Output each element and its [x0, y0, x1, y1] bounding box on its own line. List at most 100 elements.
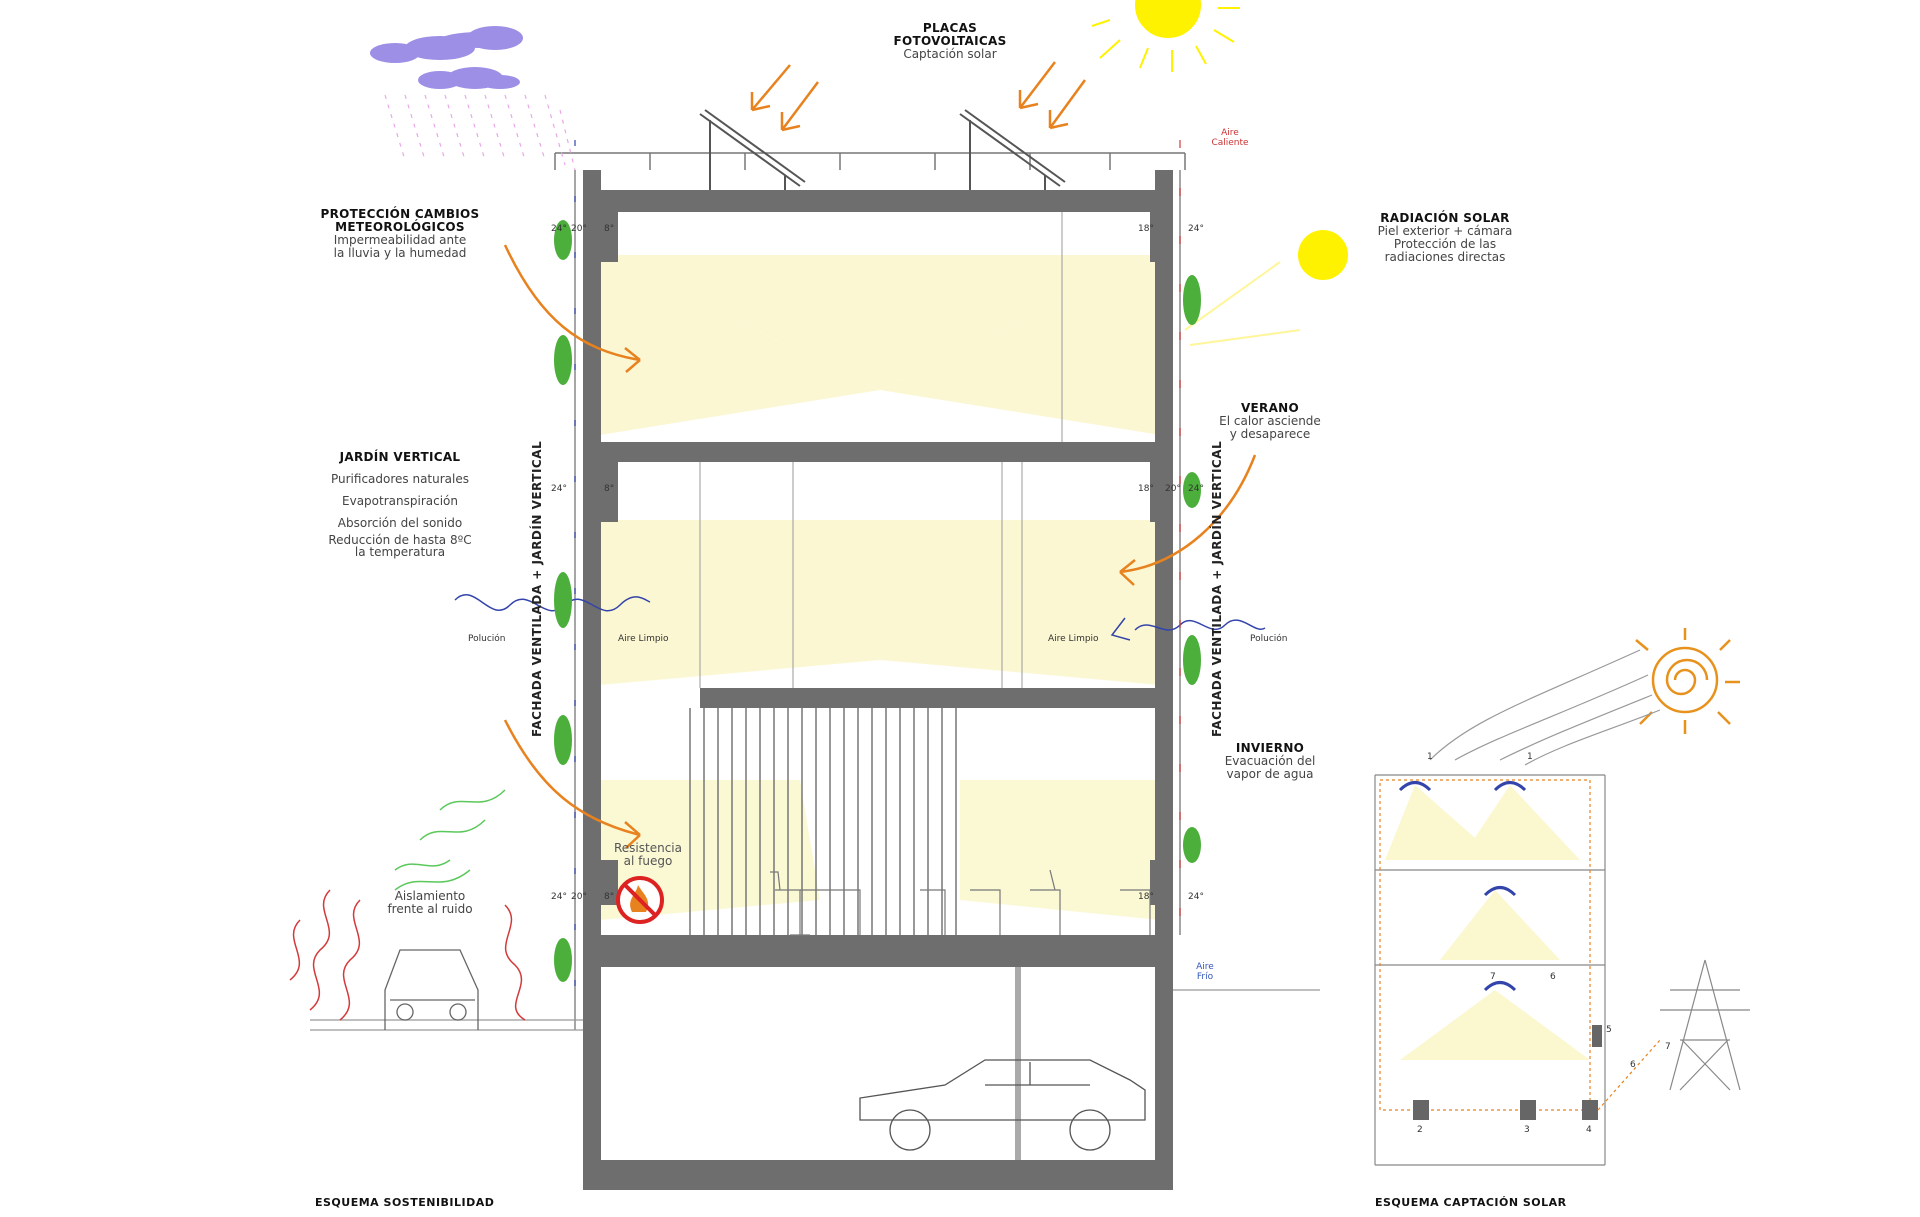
temp-24-4: 24°: [1188, 484, 1204, 494]
rain: [384, 94, 576, 171]
temp-20-2: 20°: [1165, 484, 1181, 494]
placas-label: PLACAS FOTOVOLTAICAS Captación solar: [850, 22, 1050, 61]
temp-24-6: 24°: [1188, 892, 1204, 902]
proteccion-sub-line1: Impermeabilidad ante: [333, 233, 467, 247]
sun-icon: [1635, 628, 1740, 734]
caption-left: ESQUEMA SOSTENIBILIDAD: [315, 1196, 495, 1209]
sun-icon: [1184, 230, 1348, 346]
aire-caliente-line1: Aire: [1221, 128, 1239, 138]
aire-limpio-left: Aire Limpio: [618, 634, 669, 644]
resistencia-line2: al fuego: [623, 854, 673, 868]
power-tower-icon: [1597, 959, 1750, 1111]
radiacion-sub-line2: Protección de las: [1393, 237, 1497, 251]
jardin-item-4b: la temperatura: [354, 545, 446, 559]
aire-limpio-right: Aire Limpio: [1048, 634, 1099, 644]
fan-icon: [1398, 781, 1527, 992]
polucion-right: Polución: [1250, 634, 1288, 644]
office-furniture: [770, 869, 1151, 936]
roof-railing: [554, 152, 1186, 170]
scheme-num: 1: [1527, 752, 1533, 762]
aire-caliente-line2: Caliente: [1211, 138, 1249, 148]
aire-frio-line2: Frío: [1196, 972, 1214, 982]
aislamiento-label: Aislamiento frente al ruido: [370, 890, 490, 916]
solar-panel-icon: [699, 109, 1066, 190]
invierno-title: INVIERNO: [1235, 741, 1305, 755]
placas-subtitle: Captación solar: [903, 47, 997, 61]
solar-arrows: [750, 61, 1087, 132]
temp-20-1: 20°: [571, 224, 587, 234]
scheme-num: 7: [1490, 972, 1496, 982]
caption-right: ESQUEMA CAPTACIÓN SOLAR: [1375, 1196, 1567, 1209]
temp-18-1: 18°: [1138, 224, 1154, 234]
jardin-item-2: Evapotranspiración: [342, 494, 458, 508]
temp-24-5: 24°: [551, 892, 567, 902]
temp-24-2: 24°: [1188, 224, 1204, 234]
aislamiento-line2: frente al ruido: [387, 902, 473, 916]
jardin-label: JARDÍN VERTICAL Purificadores naturales …: [300, 446, 500, 558]
jardin-item-1: Purificadores naturales: [330, 472, 469, 486]
air-markers: [574, 140, 1181, 1020]
proteccion-title-line1: PROTECCIÓN CAMBIOS: [320, 207, 480, 221]
weather-arrows: [503, 244, 1257, 849]
temp-18-2: 18°: [1138, 484, 1154, 494]
jardin-item-4a: Reducción de hasta 8ºC: [328, 533, 472, 547]
placas-title-line1: PLACAS: [922, 21, 978, 35]
noise-waves: [289, 789, 526, 1021]
temp-20-3: 20°: [571, 892, 587, 902]
aire-frio-line1: Aire: [1196, 962, 1214, 972]
vertical-garden: [554, 220, 1201, 982]
temp-18-3: 18°: [1138, 892, 1154, 902]
resistencia-line1: Resistencia: [614, 841, 682, 855]
fachada-label-left: FACHADA VENTILADA + JARDÍN VERTICAL: [530, 440, 544, 737]
proteccion-label: PROTECCIÓN CAMBIOS METEOROLÓGICOS Imperm…: [300, 208, 500, 260]
scheme-num: 5: [1606, 1025, 1612, 1035]
verano-sub-line1: El calor asciende: [1219, 414, 1321, 428]
jardin-item-3: Absorción del sonido: [337, 516, 463, 530]
scheme-num: 2: [1417, 1125, 1423, 1135]
proteccion-sub-line2: la lluvia y la humedad: [333, 246, 467, 260]
sun-rays: [1429, 649, 1661, 766]
no-fire-icon: [616, 876, 664, 924]
aislamiento-line1: Aislamiento: [394, 889, 466, 903]
verano-label: VERANO El calor asciende y desaparece: [1180, 402, 1360, 441]
temp-24-1: 24°: [551, 224, 567, 234]
jardin-title: JARDÍN VERTICAL: [339, 450, 461, 464]
scheme-num: 6: [1630, 1060, 1636, 1070]
verano-title: VERANO: [1240, 401, 1300, 415]
temp-8-3: 8°: [604, 892, 615, 902]
invierno-label: INVIERNO Evacuación del vapor de agua: [1180, 742, 1360, 781]
invierno-sub-line1: Evacuación del: [1224, 754, 1316, 768]
fachada-label-right: FACHADA VENTILADA + JARDÍN VERTICAL: [1210, 440, 1224, 737]
temp-8-1: 8°: [604, 224, 615, 234]
scheme-num: 1: [1427, 752, 1433, 762]
sun-icon: [1091, 0, 1240, 72]
ground-lines: [310, 989, 1320, 1031]
garage-column: [1015, 967, 1021, 1160]
scheme-num: 6: [1550, 972, 1556, 982]
aire-frio-label: Aire Frío: [1190, 962, 1220, 982]
scheme-num: 3: [1524, 1125, 1530, 1135]
radiacion-sub-line1: Piel exterior + cámara: [1377, 224, 1513, 238]
radiacion-sub-line3: radiaciones directas: [1384, 250, 1506, 264]
scheme-num: 4: [1586, 1125, 1592, 1135]
scheme-units: [1413, 1025, 1602, 1120]
car-icon: [859, 1059, 1146, 1151]
polucion-left: Polución: [468, 634, 506, 644]
placas-title-line2: FOTOVOLTAICAS: [893, 34, 1007, 48]
radiacion-title: RADIACIÓN SOLAR: [1380, 211, 1510, 225]
aire-caliente-label: Aire Caliente: [1200, 128, 1260, 148]
temp-24-3: 24°: [551, 484, 567, 494]
cloud-icon: [370, 26, 523, 89]
vertical-louvres: [689, 708, 957, 935]
car-icon: [384, 949, 479, 1030]
light-cones: [600, 255, 1160, 920]
verano-sub-line2: y desaparece: [1229, 427, 1311, 441]
resistencia-label: Resistencia al fuego: [598, 842, 698, 868]
scheme-num: 7: [1665, 1042, 1671, 1052]
building-structure: [583, 170, 1173, 1190]
scheme-light: [1385, 785, 1590, 1060]
radiacion-label: RADIACIÓN SOLAR Piel exterior + cámara P…: [1345, 212, 1545, 264]
temp-8-2: 8°: [604, 484, 615, 494]
